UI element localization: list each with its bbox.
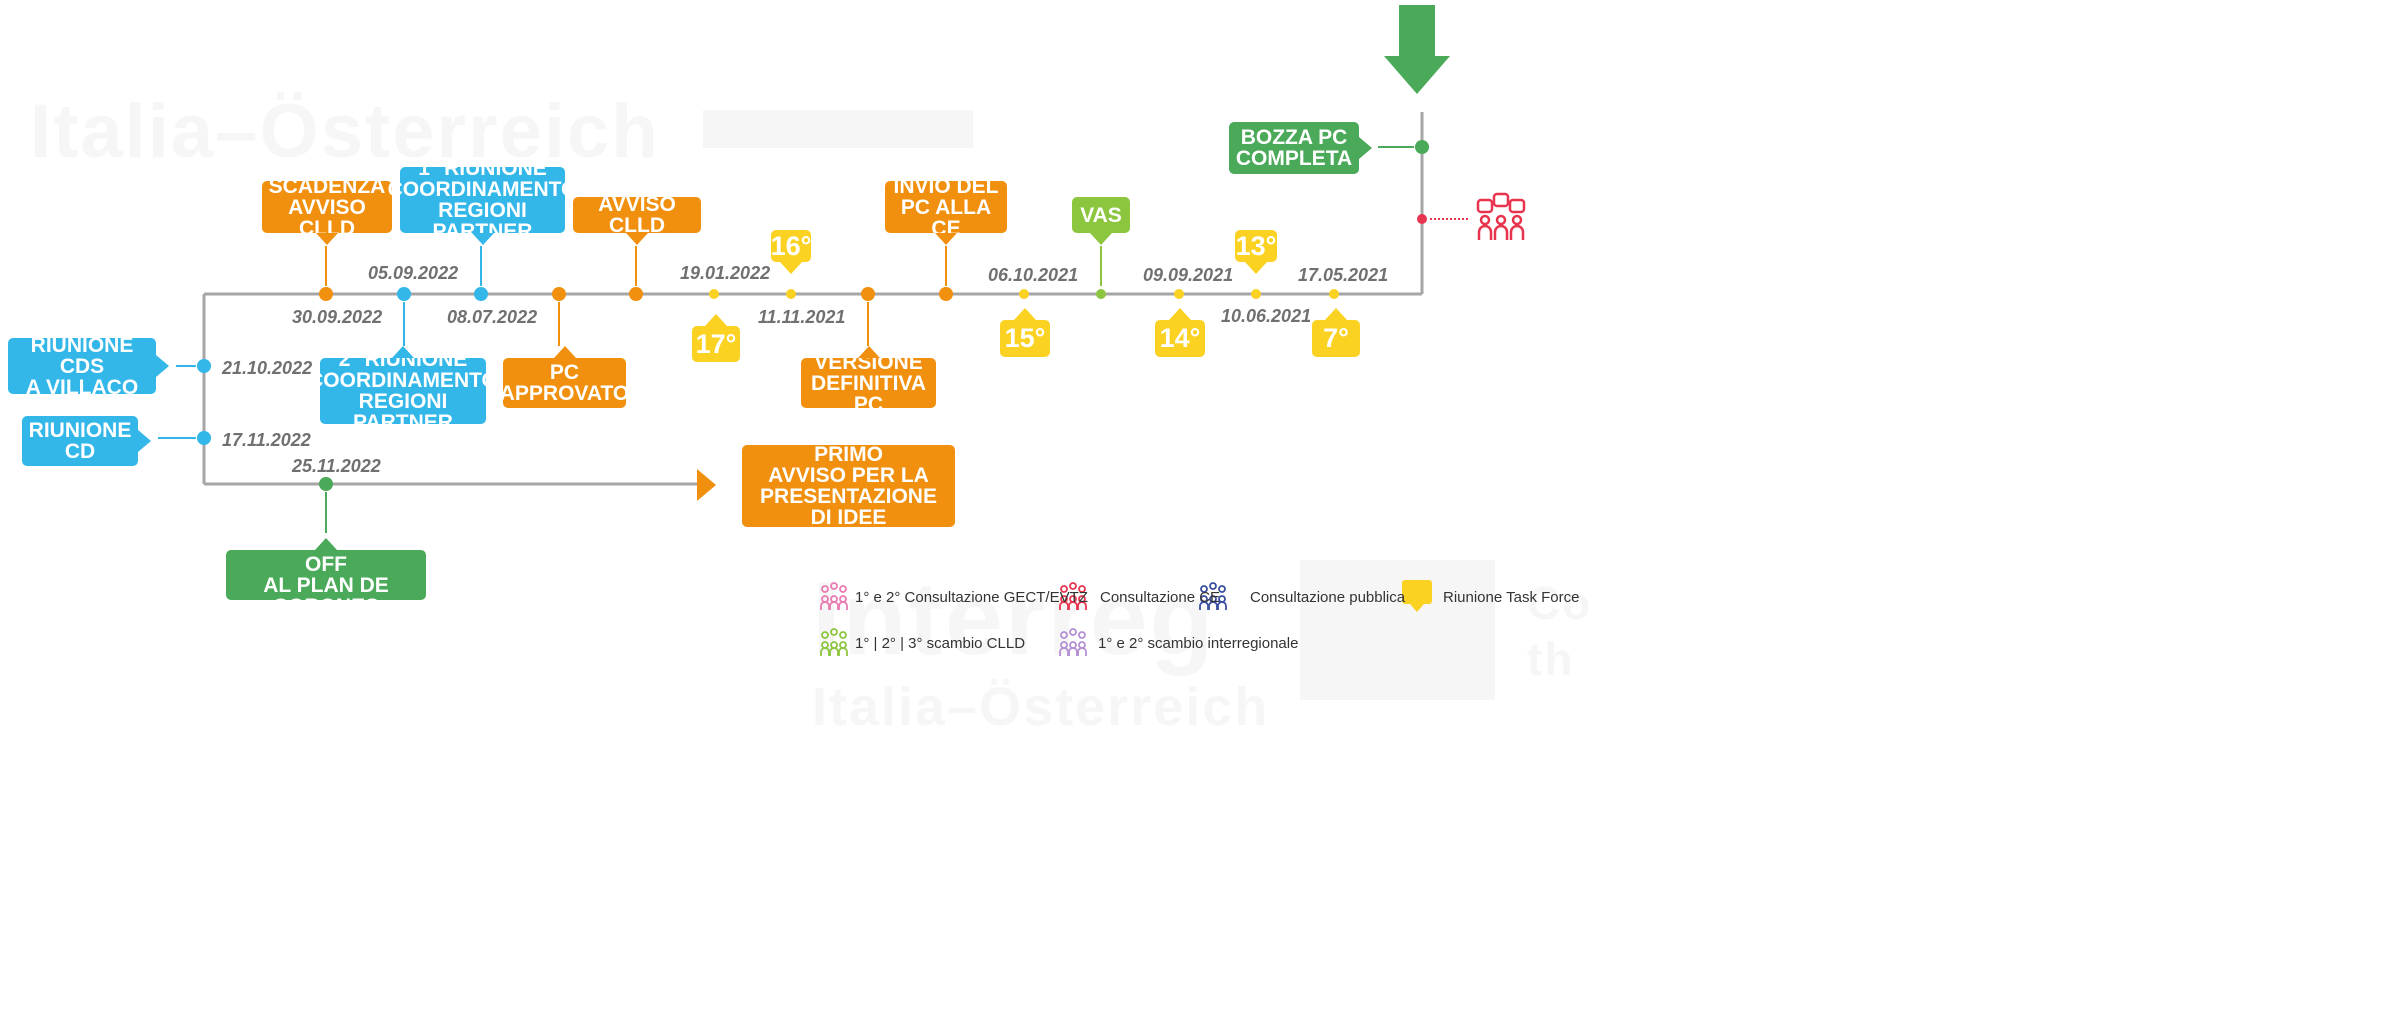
legend-icon-gect xyxy=(820,582,848,610)
event-riunione-cds-villaco: RIUNIONE CDS A VILLACO xyxy=(8,335,169,398)
task-force-17: 17° xyxy=(692,314,740,362)
date-25-11-2022: 25.11.2022 xyxy=(292,456,381,476)
dot-scadenza xyxy=(319,287,333,301)
event-versione-definitiva-pc: VERSIONE DEFINITIVA PC xyxy=(801,346,936,415)
dot-ce xyxy=(1417,214,1427,224)
dot-bozza xyxy=(1415,140,1429,154)
date-10-06-2021: 10.06.2021 xyxy=(1221,306,1312,326)
date-30-09-2022: 30.09.2022 xyxy=(292,307,383,327)
event-gennaio-2023-primo-avviso: GENNAIO 2023 - PRIMO AVVISO PER LA PRESE… xyxy=(742,423,955,549)
event-invio-pc-ce: INVIO DEL PC ALLA CE xyxy=(885,176,1007,245)
legend-icon-clld xyxy=(820,628,848,656)
event-bozza-pc-completa: BOZZA PC COMPLETA xyxy=(1229,122,1372,174)
date-09-09-2021: 09.09.2021 xyxy=(1143,265,1234,285)
legend-label-clld: 1° | 2° | 3° scambio CLLD xyxy=(855,635,1026,652)
event-kick-off-plan-de-corones: EVENTO KICK-OFF AL PLAN DE CORONES xyxy=(226,533,426,617)
dot-cds xyxy=(197,359,211,373)
legend-label-pubblica: Consultazione pubblica xyxy=(1250,589,1406,606)
date-17-11-2022: 17.11.2022 xyxy=(222,430,311,450)
dot-invio-pc xyxy=(939,287,953,301)
watermark-flag xyxy=(703,110,973,148)
event-pc-approvato: PC APPROVATO xyxy=(500,346,629,408)
date-05-09-2022: 05.09.2022 xyxy=(368,263,459,283)
people-group-icon xyxy=(1476,192,1526,240)
event-scadenza-avviso-clld: SCADENZA AVVISO CLLD xyxy=(262,176,392,245)
dot-tf17 xyxy=(709,289,719,299)
date-17-05-2021: 17.05.2021 xyxy=(1298,265,1389,285)
dot-kickoff xyxy=(319,477,333,491)
arrow-down-icon xyxy=(1384,5,1450,94)
event-riunione-coordinamento-2: 2° RIUNIONE COORDINAMENTO REGIONI PARTNE… xyxy=(308,346,498,434)
dot-pc-approvato xyxy=(552,287,566,301)
watermark-right-text-2: th xyxy=(1527,633,1575,685)
watermark-right-text: Co xyxy=(1527,577,1593,629)
event-riunione-cd: RIUNIONE CD xyxy=(22,416,151,466)
task-force-7: 7° xyxy=(1312,308,1360,357)
watermark-bottom-title: Interreg xyxy=(812,561,1216,677)
dot-avviso-clld xyxy=(629,287,643,301)
dot-tf7 xyxy=(1329,289,1339,299)
dot-riunione1 xyxy=(474,287,488,301)
legend-icon-ce xyxy=(1059,582,1087,610)
dot-cd xyxy=(197,431,211,445)
speech-bubble-icon xyxy=(1402,580,1432,612)
dot-riunione2 xyxy=(397,287,411,301)
legend-label-ce: Consultazione CE xyxy=(1100,589,1221,606)
dot-tf16 xyxy=(786,289,796,299)
date-19-01-2022: 19.01.2022 xyxy=(680,263,771,283)
task-force-13: 13° xyxy=(1235,230,1277,274)
task-force-15: 15° xyxy=(1000,308,1050,357)
event-avviso-clld: AVVISO CLLD xyxy=(573,194,701,245)
watermark-eu-flag xyxy=(1300,560,1495,700)
legend-icon-interregionale xyxy=(1059,628,1087,656)
event-riunione-coordinamento-1: 1° RIUNIONE COORDINAMENTO REGIONI PARTNE… xyxy=(387,157,578,245)
legend-label-gect: 1° e 2° Consultazione GECT/EVTZ xyxy=(855,589,1088,606)
dot-versione xyxy=(861,287,875,301)
dot-tf14 xyxy=(1174,289,1184,299)
date-08-07-2022: 08.07.2022 xyxy=(447,307,538,327)
legend-label-task-force: Riunione Task Force xyxy=(1443,589,1580,606)
task-force-16: 16° xyxy=(770,230,812,274)
task-force-14: 14° xyxy=(1155,308,1205,357)
gennaio-arrowhead xyxy=(697,469,716,501)
legend-label-interregionale: 1° e 2° scambio interregionale xyxy=(1098,635,1299,652)
date-21-10-2022: 21.10.2022 xyxy=(222,358,313,378)
event-vas: VAS xyxy=(1072,197,1130,245)
watermark-bottom-subtitle: Italia–Österreich xyxy=(812,677,1270,737)
dot-tf13 xyxy=(1251,289,1261,299)
dot-vas xyxy=(1096,289,1106,299)
dot-tf15 xyxy=(1019,289,1029,299)
date-11-11-2021: 11.11.2021 xyxy=(758,307,846,327)
date-06-10-2021: 06.10.2021 xyxy=(988,265,1079,285)
watermark-top-title: Italia–Österreich xyxy=(30,89,660,174)
legend-icon-pubblica xyxy=(1199,582,1227,610)
